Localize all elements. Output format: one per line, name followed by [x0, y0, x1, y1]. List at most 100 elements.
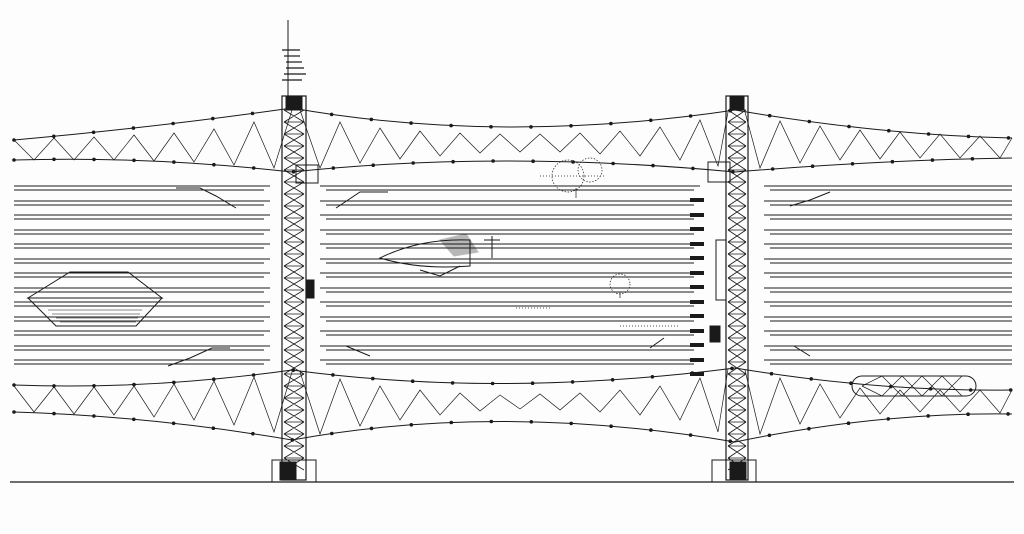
truss-node — [926, 132, 931, 136]
truss-node — [570, 380, 575, 384]
balcony-fixture — [690, 256, 704, 260]
truss-node — [172, 160, 176, 164]
truss-node — [12, 138, 16, 142]
lower-top-chord — [13, 367, 1013, 391]
truss-node — [691, 166, 695, 171]
truss-node — [250, 111, 255, 116]
truss-node — [291, 170, 296, 174]
saucer-hatching — [40, 301, 150, 323]
truss-node — [369, 117, 374, 122]
truss-node — [450, 381, 455, 385]
tower-right-core — [707, 161, 731, 183]
truss-node — [846, 421, 851, 426]
truss-node — [847, 124, 851, 129]
tower-left — [271, 20, 319, 483]
truss-node — [769, 371, 774, 376]
capsule-lattice — [861, 375, 963, 397]
truss-node — [409, 423, 414, 427]
truss-node — [1006, 412, 1010, 416]
truss-node — [329, 112, 334, 117]
truss-node — [52, 134, 56, 139]
truss-node — [770, 167, 775, 171]
truss-node — [569, 421, 573, 426]
balcony-fixtures — [690, 198, 704, 376]
balcony-fixture — [690, 358, 704, 362]
truss-node — [609, 121, 613, 126]
truss-node — [767, 433, 772, 438]
truss-node — [850, 162, 855, 166]
capsule-body — [851, 375, 977, 397]
saucer-bottom — [26, 297, 164, 327]
truss-node — [449, 123, 453, 128]
truss-node — [491, 159, 495, 163]
truss-node — [12, 383, 16, 387]
floor-slabs-right — [764, 185, 1012, 365]
lower-truss — [13, 367, 1013, 443]
lower-lattice — [13, 368, 1013, 436]
balcony-fixture — [690, 271, 704, 275]
truss-node — [886, 417, 891, 421]
floating-vessel — [378, 233, 500, 277]
truss-node — [132, 158, 136, 163]
truss-node — [610, 378, 615, 382]
truss-node — [212, 162, 216, 167]
staircases — [167, 187, 831, 367]
ground-planting — [516, 307, 680, 327]
truss-node — [730, 366, 734, 371]
truss-node — [649, 118, 653, 123]
truss-node — [529, 420, 534, 424]
balcony-fixture — [690, 213, 704, 217]
truss-node — [807, 426, 811, 431]
truss-node — [807, 119, 812, 124]
balcony-fixture — [690, 198, 704, 202]
truss-node — [369, 426, 374, 431]
truss-node — [688, 433, 693, 437]
tower-left-service — [305, 279, 315, 299]
truss-node — [371, 376, 375, 381]
tower-right-lattice — [727, 109, 747, 471]
upper-bottom-chord — [13, 157, 1013, 173]
tower-right-service — [709, 325, 721, 343]
truss-node — [728, 439, 732, 444]
tower-left-lattice — [283, 109, 305, 471]
floor-slabs-left — [14, 185, 270, 365]
truss-node — [171, 421, 176, 426]
tower-right — [707, 95, 757, 483]
truss-node — [331, 373, 335, 377]
truss-node — [171, 121, 175, 126]
truss-node — [409, 121, 413, 125]
truss-node — [92, 414, 96, 418]
truss-node — [330, 431, 334, 436]
truss-node — [930, 158, 935, 162]
truss-node — [489, 419, 494, 424]
truss-node — [410, 379, 415, 384]
tower-right-footing — [729, 461, 747, 481]
stair-left-upper — [176, 187, 237, 209]
truss-node — [212, 377, 216, 382]
truss-node — [810, 164, 815, 168]
upper-lattice — [13, 109, 1013, 170]
upper-top-chord — [13, 107, 1013, 141]
truss-node — [12, 410, 16, 414]
truss-node — [411, 161, 416, 165]
tower-right-elevator — [715, 239, 727, 301]
truss-node — [449, 420, 454, 425]
antenna-array — [282, 49, 306, 81]
capsule-pod-right — [851, 375, 977, 397]
truss-node — [529, 125, 533, 129]
floor-slabs-middle — [320, 185, 700, 365]
truss-node — [650, 375, 655, 379]
balcony-fixture — [690, 314, 704, 318]
truss-node — [926, 414, 930, 418]
truss-node — [251, 166, 256, 170]
tree-upper — [540, 157, 606, 198]
tower-left-base — [271, 459, 317, 483]
truss-node — [251, 373, 256, 377]
balcony-fixture — [690, 343, 704, 347]
truss-node — [531, 159, 535, 163]
truss-node — [52, 157, 56, 162]
balcony-fixture — [690, 242, 704, 246]
